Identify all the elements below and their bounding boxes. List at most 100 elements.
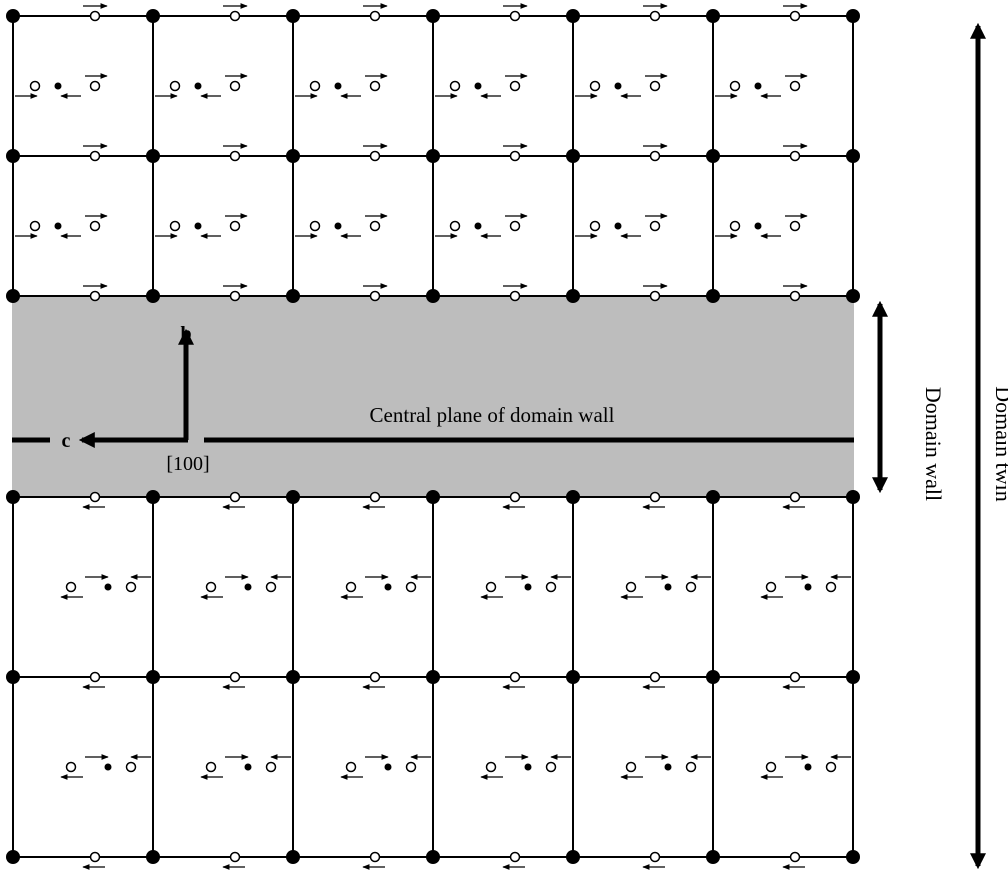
open-atom: [509, 10, 521, 22]
open-atom: [369, 150, 381, 162]
open-atom: [509, 491, 521, 503]
open-atom: [229, 851, 241, 863]
lower-domain-lattice: [6, 490, 860, 870]
corner-atom: [6, 149, 20, 163]
open-atom: [685, 761, 697, 773]
corner-atom: [706, 490, 720, 504]
open-atom: [825, 761, 837, 773]
open-atom: [369, 671, 381, 683]
open-atom: [405, 581, 417, 593]
direction-label: [100]: [166, 453, 209, 475]
open-atom: [449, 220, 461, 232]
open-atom: [205, 581, 217, 593]
open-atom: [649, 10, 661, 22]
corner-atom: [146, 149, 160, 163]
open-atom: [89, 220, 101, 232]
corner-atom: [846, 670, 860, 684]
open-atom: [729, 80, 741, 92]
filled-atom: [384, 583, 392, 591]
filled-atom: [754, 222, 762, 230]
open-atom: [509, 671, 521, 683]
open-atom: [369, 851, 381, 863]
corner-atom: [846, 289, 860, 303]
corner-atom: [286, 670, 300, 684]
open-atom: [509, 220, 521, 232]
open-atom: [789, 220, 801, 232]
open-atom: [65, 761, 77, 773]
open-atom: [29, 220, 41, 232]
open-atom: [649, 851, 661, 863]
filled-atom: [384, 763, 392, 771]
open-atom: [125, 581, 137, 593]
corner-atom: [426, 9, 440, 23]
corner-atom: [146, 670, 160, 684]
filled-atom: [244, 583, 252, 591]
open-atom: [369, 290, 381, 302]
open-atom: [649, 290, 661, 302]
open-atom: [229, 290, 241, 302]
filled-atom: [244, 763, 252, 771]
filled-atom: [804, 583, 812, 591]
corner-atom: [286, 850, 300, 864]
open-atom: [369, 80, 381, 92]
open-atom: [309, 80, 321, 92]
open-atom: [545, 761, 557, 773]
open-atom: [345, 581, 357, 593]
filled-atom: [524, 583, 532, 591]
corner-atom: [426, 149, 440, 163]
open-atom: [545, 581, 557, 593]
open-atom: [265, 581, 277, 593]
corner-atom: [846, 850, 860, 864]
corner-atom: [426, 850, 440, 864]
open-atom: [509, 851, 521, 863]
open-atom: [345, 761, 357, 773]
filled-atom: [614, 82, 622, 90]
corner-atom: [6, 289, 20, 303]
filled-atom: [54, 222, 62, 230]
open-atom: [649, 220, 661, 232]
corner-atom: [566, 850, 580, 864]
open-atom: [729, 220, 741, 232]
open-atom: [309, 220, 321, 232]
domain-twin-label: Domain twin: [991, 386, 1008, 502]
open-atom: [765, 581, 777, 593]
filled-atom: [104, 763, 112, 771]
corner-atom: [566, 670, 580, 684]
open-atom: [169, 220, 181, 232]
open-atom: [229, 150, 241, 162]
open-atom: [369, 220, 381, 232]
corner-atom: [146, 490, 160, 504]
open-atom: [89, 671, 101, 683]
open-atom: [589, 80, 601, 92]
open-atom: [789, 491, 801, 503]
open-atom: [485, 761, 497, 773]
open-atom: [789, 10, 801, 22]
open-atom: [229, 10, 241, 22]
open-atom: [789, 80, 801, 92]
corner-atom: [706, 149, 720, 163]
open-atom: [65, 581, 77, 593]
open-atom: [649, 671, 661, 683]
open-atom: [229, 220, 241, 232]
open-atom: [265, 761, 277, 773]
open-atom: [89, 290, 101, 302]
open-atom: [789, 290, 801, 302]
corner-atom: [566, 149, 580, 163]
filled-atom: [804, 763, 812, 771]
corner-atom: [426, 490, 440, 504]
filled-atom: [334, 82, 342, 90]
corner-atom: [286, 289, 300, 303]
open-atom: [649, 150, 661, 162]
upper-domain-lattice: [6, 3, 860, 303]
open-atom: [625, 581, 637, 593]
corner-atom: [846, 490, 860, 504]
open-atom: [405, 761, 417, 773]
corner-atom: [706, 9, 720, 23]
filled-atom: [194, 222, 202, 230]
corner-atom: [6, 490, 20, 504]
open-atom: [229, 671, 241, 683]
corner-atom: [146, 9, 160, 23]
central-plane-label: Central plane of domain wall: [370, 403, 615, 427]
open-atom: [89, 491, 101, 503]
corner-atom: [426, 289, 440, 303]
